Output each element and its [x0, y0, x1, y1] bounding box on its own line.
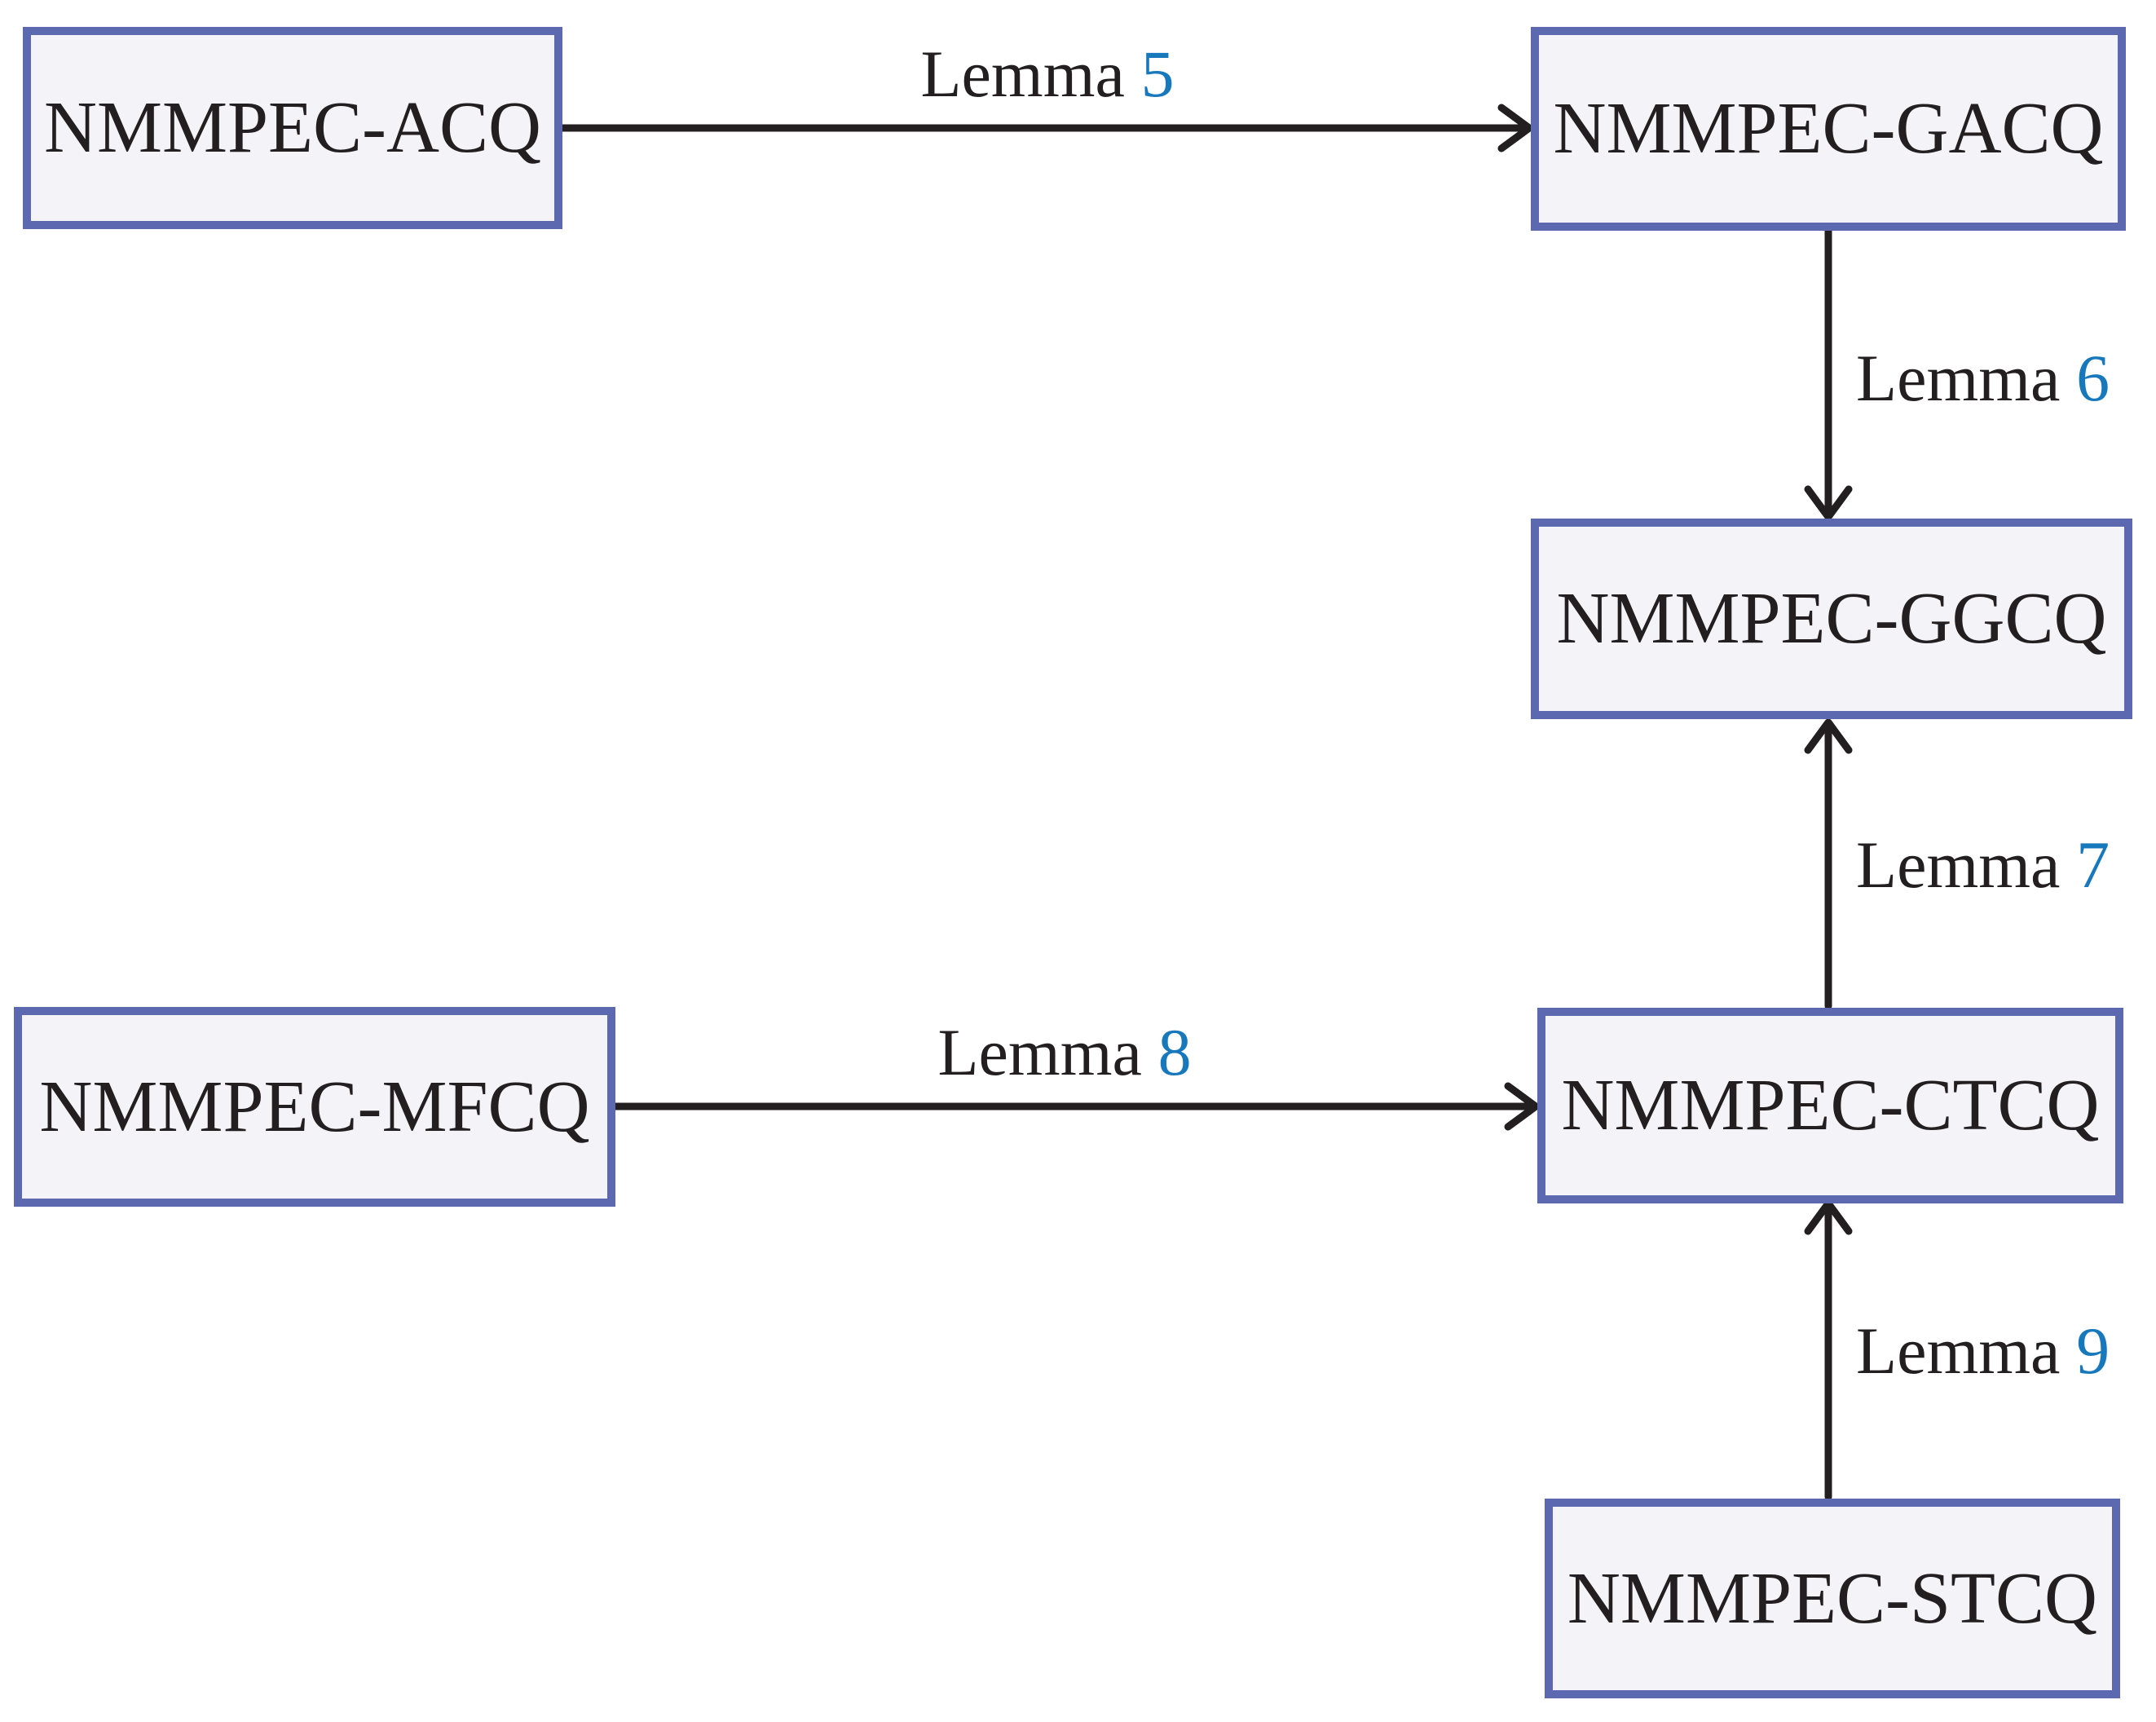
- node-nmmpec-ctcq: NMMPEC-CTCQ: [1537, 1008, 2123, 1203]
- edge-label-word: Lemma: [1856, 341, 2061, 415]
- arrowhead-right-icon: [1504, 1082, 1540, 1131]
- edge-arrow-lemma-6: [1804, 227, 1853, 521]
- node-nmmpec-ggcq: NMMPEC-GGCQ: [1531, 519, 2132, 719]
- node-nmmpec-gacq: NMMPEC-GACQ: [1531, 27, 2126, 231]
- arrowhead-right-icon: [1497, 104, 1533, 152]
- node-label: NMMPEC-GGCQ: [1556, 578, 2107, 659]
- edge-arrow-lemma-5: [558, 104, 1533, 152]
- edge-label-number: 8: [1157, 1015, 1192, 1089]
- edge-label-word: Lemma: [1856, 828, 2061, 902]
- node-label: NMMPEC-ACQ: [43, 87, 542, 168]
- edge-arrow-lemma-7: [1804, 718, 1853, 1010]
- edge-label-number: 5: [1140, 37, 1175, 111]
- edge-label-word: Lemma: [1856, 1314, 2061, 1388]
- edge-label-word: Lemma: [920, 37, 1125, 111]
- arrowhead-up-icon: [1804, 1199, 1853, 1235]
- edge-label-number: 9: [2076, 1314, 2110, 1388]
- edge-arrow-lemma-9: [1804, 1199, 1853, 1501]
- node-label: NMMPEC-CTCQ: [1561, 1065, 2100, 1146]
- node-label: NMMPEC-MFCQ: [39, 1066, 590, 1147]
- arrowhead-up-icon: [1804, 718, 1853, 754]
- node-nmmpec-mfcq: NMMPEC-MFCQ: [14, 1007, 615, 1207]
- edge-label-number: 7: [2076, 828, 2110, 902]
- arrowhead-down-icon: [1804, 485, 1853, 521]
- edge-label-number: 6: [2076, 341, 2110, 415]
- edge-label-word: Lemma: [937, 1015, 1142, 1089]
- edge-arrow-lemma-8: [611, 1082, 1540, 1131]
- node-nmmpec-stcq: NMMPEC-STCQ: [1545, 1499, 2120, 1698]
- node-label: NMMPEC-GACQ: [1553, 88, 2104, 169]
- node-nmmpec-acq: NMMPEC-ACQ: [23, 27, 562, 229]
- node-label: NMMPEC-STCQ: [1567, 1557, 2098, 1639]
